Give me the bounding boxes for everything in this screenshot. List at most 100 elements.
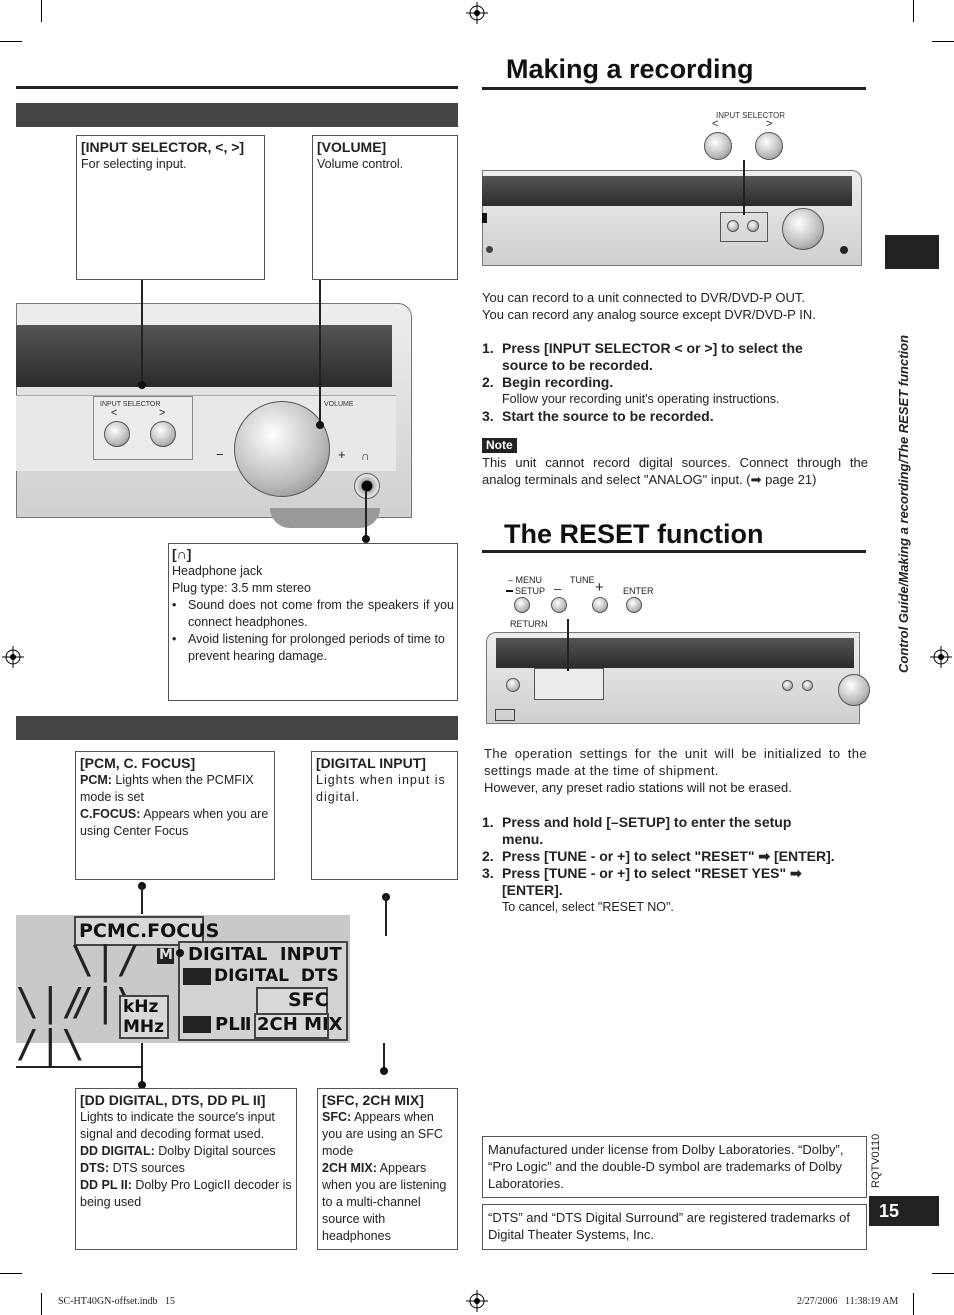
- recording-step-2: 2.Begin recording.: [482, 374, 614, 390]
- front-plus-label: +: [338, 447, 346, 462]
- reset-setup-button[interactable]: [514, 597, 530, 613]
- footer-date: 2/27/2006 11:38:19 AM: [797, 1296, 899, 1307]
- reset-rule: [482, 550, 866, 553]
- volume-title: [VOLUME]: [317, 139, 387, 155]
- recording-diagram: INPUT SELECTOR < >: [482, 108, 866, 268]
- reset-menu-label: – MENU: [508, 575, 543, 585]
- leader-line: [743, 160, 745, 215]
- 2ch-mix-desc: Appears when you are listening to a mult…: [322, 1161, 447, 1243]
- lcd-pcm: PCM: [79, 920, 126, 942]
- headphone-title: [∩]: [172, 546, 192, 562]
- sfc-desc: Appears when you are using an SFC mode: [322, 1110, 443, 1158]
- sfc-callout: [SFC, 2CH MIX] SFC: Appears when you are…: [317, 1088, 458, 1250]
- pcm-callout: [PCM, C. FOCUS] PCM: Lights when the PCM…: [75, 751, 275, 880]
- reset-tune-minus-button[interactable]: [551, 597, 567, 613]
- leader-dot: [380, 1067, 388, 1075]
- sfc-term: SFC:: [322, 1110, 352, 1124]
- recording-volume-knob: [782, 208, 824, 250]
- front-volume-label: VOLUME: [324, 401, 354, 408]
- front-gt-label: >: [159, 407, 166, 419]
- pcm-term: PCM:: [80, 773, 112, 787]
- digital-dts-callout: [DD DIGITAL, DTS, DD PL II] Lights to in…: [75, 1088, 297, 1250]
- section-header-bar-display: [16, 716, 458, 740]
- input-selector-title: [INPUT SELECTOR, <, >]: [81, 139, 245, 155]
- reset-enter-button[interactable]: [626, 597, 642, 613]
- reset-diagram: – MENU SETUP TUNE – + ENTER RETURN: [482, 570, 870, 728]
- leader-dot: [138, 1081, 146, 1089]
- leader-dot: [138, 381, 146, 389]
- volume-knob[interactable]: [234, 401, 330, 497]
- dts-trademark: “DTS” and “DTS Digital Surround” are reg…: [482, 1204, 867, 1250]
- recording-p2: You can record any analog source except …: [482, 307, 816, 322]
- leader-line: [141, 280, 143, 385]
- dd-digital-desc: Dolby Digital sources: [154, 1144, 276, 1158]
- reset-tune-label: TUNE: [570, 575, 595, 585]
- dts-desc: DTS sources: [109, 1161, 185, 1175]
- recording-step-2-sub: Follow your recording unit's operating i…: [502, 392, 780, 406]
- registration-mark-icon: [466, 1290, 488, 1312]
- lcd-pl: PLⅡ: [215, 1014, 252, 1035]
- crop-mark: [932, 1273, 954, 1274]
- reset-p1: The operation settings for the unit will…: [484, 746, 867, 778]
- leader-line: [385, 896, 387, 936]
- recording-title: Making a recording: [506, 54, 754, 84]
- leader-line: [383, 1043, 385, 1071]
- crop-mark: [932, 41, 954, 42]
- section-header-bar-front: [16, 103, 458, 127]
- reset-step-2: 2.Press [TUNE - or +] to select "RESET" …: [482, 848, 835, 864]
- diagram-input-selector-label: INPUT SELECTOR: [716, 111, 786, 120]
- left-top-rule: [16, 86, 458, 89]
- note-label: Note: [482, 438, 517, 453]
- front-lt-label: <: [111, 407, 118, 419]
- side-tab-text: Control Guide/Making a recording/The RES…: [896, 334, 911, 673]
- side-tab-block: [885, 235, 939, 269]
- leader-line: [365, 490, 367, 542]
- recording-note: This unit cannot record digital sources.…: [482, 455, 868, 487]
- front-minus-label: −: [216, 447, 224, 462]
- reset-tune-plus-button[interactable]: [592, 597, 608, 613]
- display-panel-illustration: PCM C.FOCUS ﾠ\|//|\ \|//|\ M DIGITAL INP…: [16, 915, 350, 1065]
- dolby-dd-icon: [183, 1016, 211, 1033]
- dolby-dd-icon: [183, 968, 211, 985]
- lcd-cfocus: C.FOCUS: [126, 920, 220, 942]
- front-input-selector-right-button[interactable]: [150, 421, 176, 447]
- digital-dts-title: [DD DIGITAL, DTS, DD PL II]: [80, 1092, 266, 1108]
- lcd-m-box: [157, 948, 174, 964]
- volume-desc: Volume control.: [317, 157, 404, 171]
- reset-steps: 1.Press and hold [–SETUP] to enter the s…: [482, 814, 872, 916]
- leader-line: [567, 619, 569, 671]
- registration-mark-icon: [930, 646, 952, 668]
- front-phones-label: ∩: [361, 449, 370, 463]
- crop-mark: [913, 1293, 914, 1315]
- cfocus-term: C.FOCUS:: [80, 807, 141, 821]
- lcd-2ch-mix: 2CH MIX: [257, 1014, 343, 1035]
- headphone-line1: Headphone jack: [172, 564, 263, 578]
- recording-input-right-button[interactable]: [755, 132, 783, 160]
- headphone-jack-icon[interactable]: [354, 473, 380, 499]
- recording-step-3: 3.Start the source to be recorded.: [482, 408, 714, 424]
- dd-digital-term: DD DIGITAL:: [80, 1144, 155, 1158]
- cfocus-desc: Appears when you are using Center Focus: [80, 807, 269, 838]
- reset-enter-label: ENTER: [623, 586, 654, 596]
- sfc-title: [SFC, 2CH MIX]: [322, 1092, 424, 1108]
- leader-line: [16, 1066, 142, 1068]
- model-code: RQTV0110: [870, 1133, 882, 1188]
- pcm-desc: Lights when the PCMFIX mode is set: [80, 773, 254, 804]
- leader-dot: [362, 535, 370, 543]
- recording-step-1: 1.Press [INPUT SELECTOR < or >] to selec…: [482, 340, 803, 373]
- dts-term: DTS:: [80, 1161, 110, 1175]
- input-selector-callout: [INPUT SELECTOR, <, >] For selecting inp…: [76, 135, 265, 280]
- leader-dot: [176, 949, 184, 957]
- front-input-selector-label: INPUT SELECTOR: [100, 401, 161, 408]
- digital-input-title: [DIGITAL INPUT]: [316, 755, 426, 771]
- headphone-line2: Plug type: 3.5 mm stereo: [172, 581, 311, 595]
- input-selector-desc: For selecting input.: [81, 157, 187, 171]
- reset-step-3: 3.Press [TUNE - or +] to select "RESET Y…: [482, 865, 802, 898]
- headphone-callout: [∩] Headphone jack Plug type: 3.5 mm ste…: [168, 543, 458, 701]
- front-input-selector-left-button[interactable]: [104, 421, 130, 447]
- reset-return-label: RETURN: [510, 619, 548, 629]
- crop-mark: [41, 1293, 42, 1315]
- pcm-title: [PCM, C. FOCUS]: [80, 755, 196, 771]
- recording-rule: [482, 87, 866, 90]
- recording-input-left-button[interactable]: [704, 132, 732, 160]
